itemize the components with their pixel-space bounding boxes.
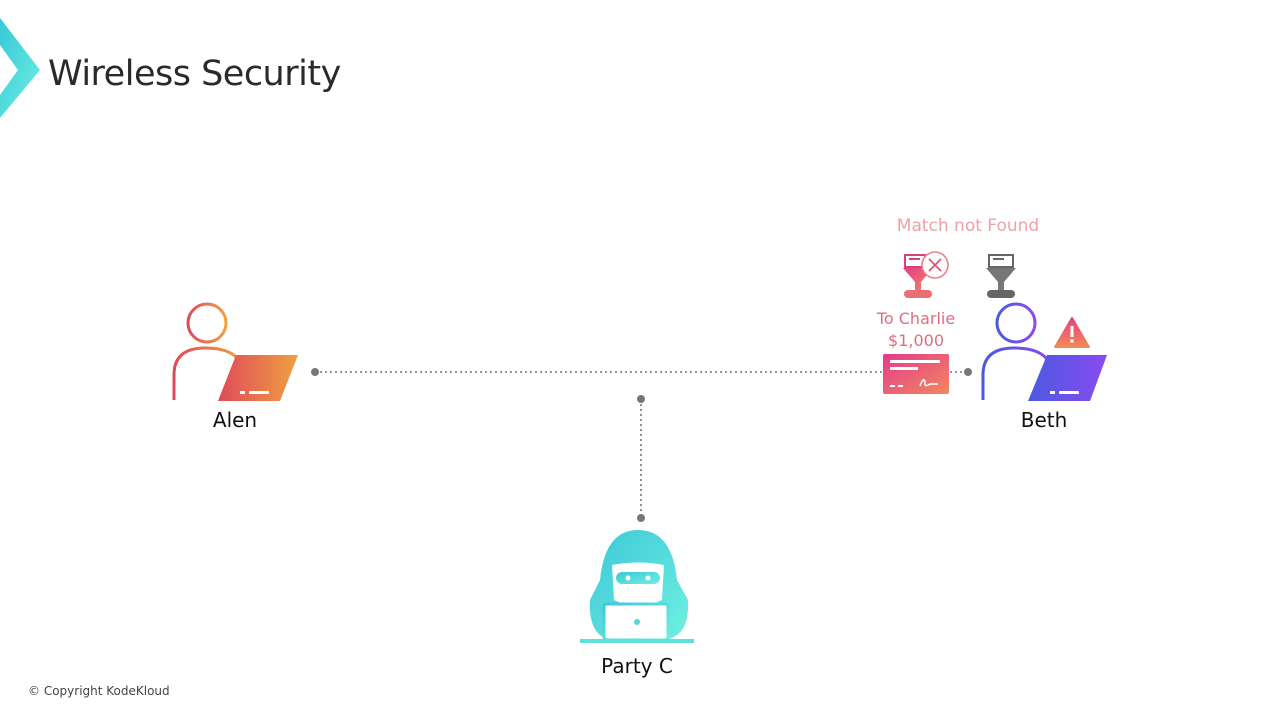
cheque-icon <box>883 354 949 394</box>
party-c-label: Party C <box>601 654 673 678</box>
warning-icon <box>1054 317 1090 348</box>
message-amount: $1,000 <box>888 331 944 350</box>
copyright-text: © Copyright KodeKloud <box>28 684 170 698</box>
slide-title: Wireless Security <box>48 54 341 94</box>
logo-chevron <box>0 18 40 118</box>
message-text: To Charlie $1,000 <box>877 308 955 352</box>
beth-label: Beth <box>1020 408 1068 432</box>
close-icon <box>921 251 949 279</box>
connection-dot <box>637 395 645 403</box>
alen-user-laptop-icon <box>172 302 298 402</box>
alen-label: Alen <box>212 408 258 432</box>
connection-dot <box>311 368 319 376</box>
message-recipient: To Charlie <box>876 309 956 328</box>
filter-icon <box>986 254 1016 298</box>
verification-status-text: Match not Found <box>896 216 1040 236</box>
hacker-icon <box>580 530 694 643</box>
connection-dot <box>637 514 645 522</box>
connection-dot <box>964 368 972 376</box>
beth-user-laptop-icon <box>981 302 1107 402</box>
